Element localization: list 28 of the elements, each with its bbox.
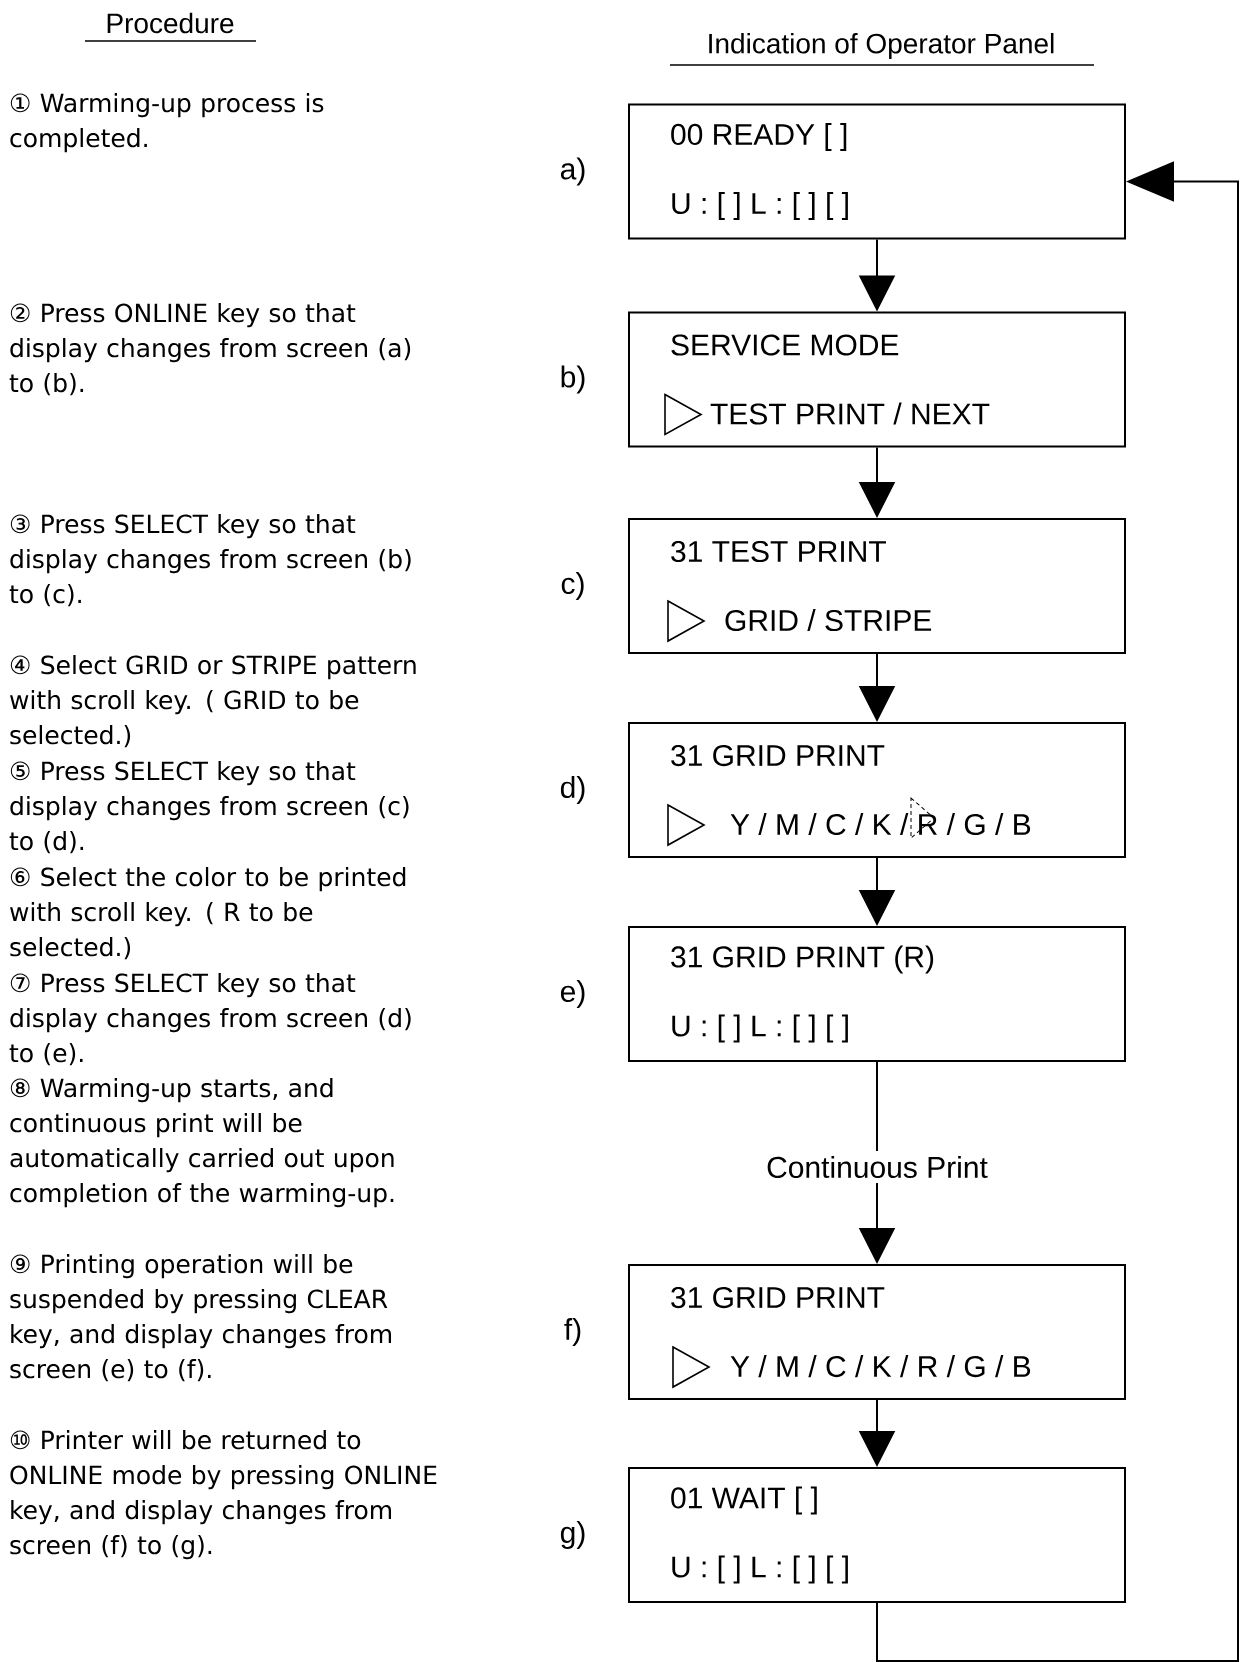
screen-box: 31 GRID PRINT Y / M / C / K / R / G / B [628, 1264, 1126, 1400]
flow-label: Continuous Print [767, 1156, 988, 1178]
screen-letter: b) [561, 365, 585, 394]
screen-letter: f) [564, 1318, 581, 1346]
screen-box: 31 TEST PRINT GRID / STRIPE [628, 518, 1126, 654]
screen-box: 00 READY [ ] U : [ ] L : [ ] [ ] [628, 103, 1126, 240]
procedure-step: ⑥ Select the color to be printed with scroll key. ( R to be selected.) [10, 867, 406, 960]
procedure-step: ⑤ Press SELECT key so that display changes from screen (c) to (d). [9, 761, 409, 854]
screen-letter: a) [560, 157, 585, 186]
screen-letter: c) [561, 572, 584, 600]
screen-box: 01 WAIT [ ] U : [ ] L : [ ] [ ] [628, 1467, 1126, 1603]
procedure-step: ⑧ Warming-up starts, and continuous print will be automatically carried out upon completion of the warming-up. [10, 1078, 394, 1208]
screen-letter: d) [560, 776, 585, 804]
screen-letter: e) [560, 980, 585, 1008]
procedure-step: ④ Select GRID or STRIPE pattern with scroll key. ( GRID to be selected.) [10, 655, 416, 748]
screen-box: 31 GRID PRINT (R) U : [ ] L : [ ] [ ] [628, 926, 1126, 1062]
procedure-step: ⑩ Printer will be returned to ONLINE mode by pressing ONLINE key, and display changes from screen (f) to (g). [10, 1430, 437, 1560]
screen-letter: g) [560, 1521, 585, 1549]
procedure-step: ③ Press SELECT key so that display changes from screen (b) to (c). [9, 514, 411, 607]
procedure-step: ② Press ONLINE key so that display changes from screen (a) to (b). [9, 303, 411, 396]
screen-box: SERVICE MODE TEST PRINT / NEXT [628, 311, 1126, 448]
procedure-step: ⑨ Printing operation will be suspended by pressing CLEAR key, and display changes from screen (e) to (f). [10, 1254, 391, 1382]
heading: Procedure [84, 12, 257, 42]
return-arrow [876, 161, 1239, 1662]
heading: Indication of Operator Panel [669, 32, 1095, 66]
screen-box: 31 GRID PRINT Y / M / C / K / R / G / B [628, 722, 1126, 858]
procedure-step: ① Warming-up process is completed. [10, 93, 324, 153]
procedure-step: ⑦ Press SELECT key so that display changes from screen (d) to (e). [9, 973, 411, 1066]
